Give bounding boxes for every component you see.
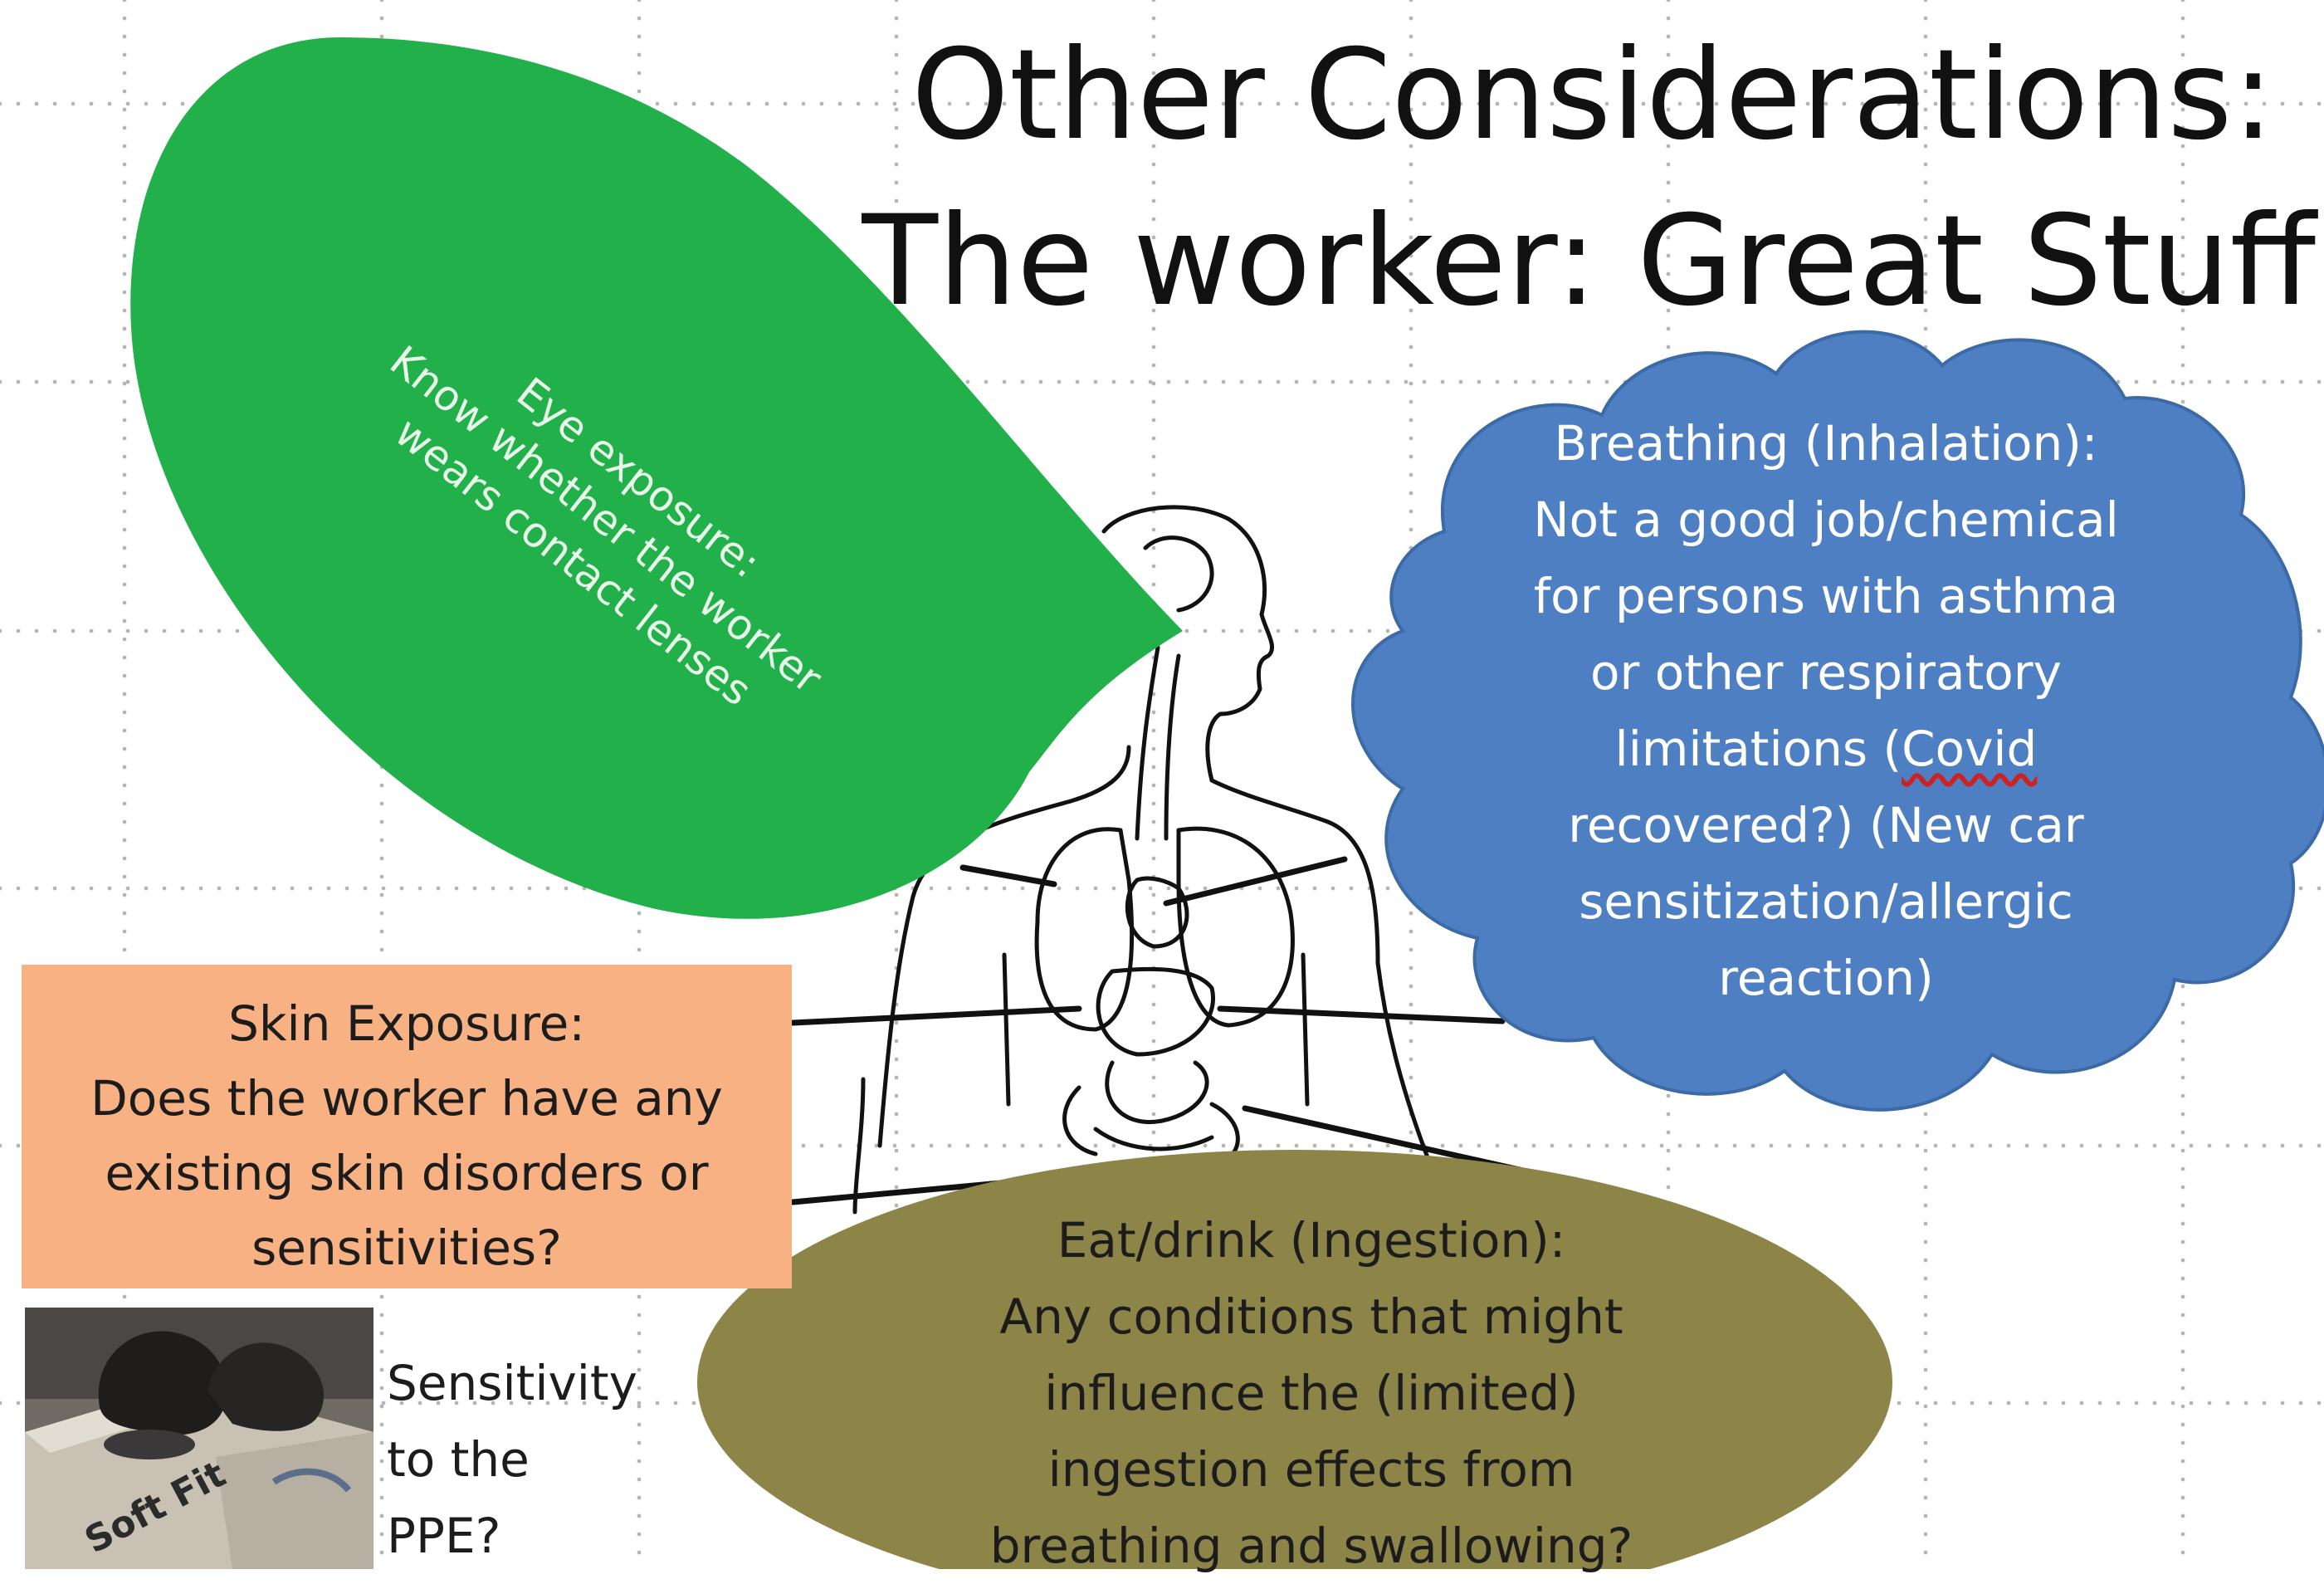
head-outline [1101,505,1275,783]
intestines-outline [1062,1060,1240,1165]
breathing-line-3: for persons with asthma [1533,568,2119,624]
ingestion-line-2: Any conditions that might [999,1288,1623,1345]
skin-exposure-box [22,965,792,1288]
breathing-cloud-shape [1351,330,2324,1112]
eye-exposure-shape [130,37,1183,919]
skin-line-3: existing skin disorders or [105,1145,709,1201]
connector-breathing-lower [1217,1005,1506,1024]
connector-skin-upper [789,1005,1082,1026]
slide-title-line-1: Other Considerations: [911,23,2274,168]
skin-line-1: Skin Exposure: [228,995,585,1052]
ingestion-line-5: breathing and swallowing? [989,1518,1633,1574]
skin-line-2: Does the worker have any [90,1070,723,1127]
breathing-line-5-word: Covid [1902,721,2038,777]
slide-title-line-2: The worker: Great Stuff [862,189,2316,334]
trachea-outline [1135,645,1181,841]
breathing-line-1: Breathing (Inhalation): [1554,415,2098,472]
ingestion-line-4: ingestion effects from [1047,1441,1575,1498]
arm-inner-lines [1002,952,1310,1107]
right-lung-outline [1176,826,1295,1028]
ppe-sensitivity-text: Sensitivity to the PPE? [387,1345,686,1574]
right-body-outline [1209,778,1380,966]
connector-eye [959,864,1057,887]
skin-line-4: sensitivities? [251,1220,562,1276]
heart-outline [1125,876,1189,949]
breathing-line-8: reaction) [1718,950,1934,1006]
breathing-text: Breathing (Inhalation): Not a good job/c… [1461,405,2191,1016]
stomach-outline [1096,966,1215,1057]
breathing-line-4: or other respiratory [1590,644,2062,701]
ingestion-line-3: influence the (limited) [1044,1365,1579,1421]
breathing-line-5-pre: limitations ( [1614,721,1902,777]
ingestion-text: Eat/drink (Ingestion): Any conditions th… [863,1202,1760,1584]
breathing-line-5: limitations (Covid [1461,711,2191,787]
ingestion-line-1: Eat/drink (Ingestion): [1057,1212,1566,1269]
left-arm-outline [852,1077,866,1215]
ingestion-ellipse-shape [697,1150,1892,1569]
ppe-line-2: to the [387,1431,530,1488]
breathing-line-6: recovered?) (New car [1568,797,2084,853]
brain-outline [1143,535,1214,613]
ppe-gloves-photo: Soft Fit [25,1308,374,1569]
skin-exposure-text: Skin Exposure: Does the worker have any … [22,986,792,1285]
ppe-line-1: Sensitivity [387,1355,637,1411]
breathing-line-7: sensitization/allergic [1579,873,2073,930]
breathing-line-2: Not a good job/chemical [1533,491,2119,548]
connector-breathing [1163,856,1348,907]
ppe-line-3: PPE? [387,1508,501,1564]
